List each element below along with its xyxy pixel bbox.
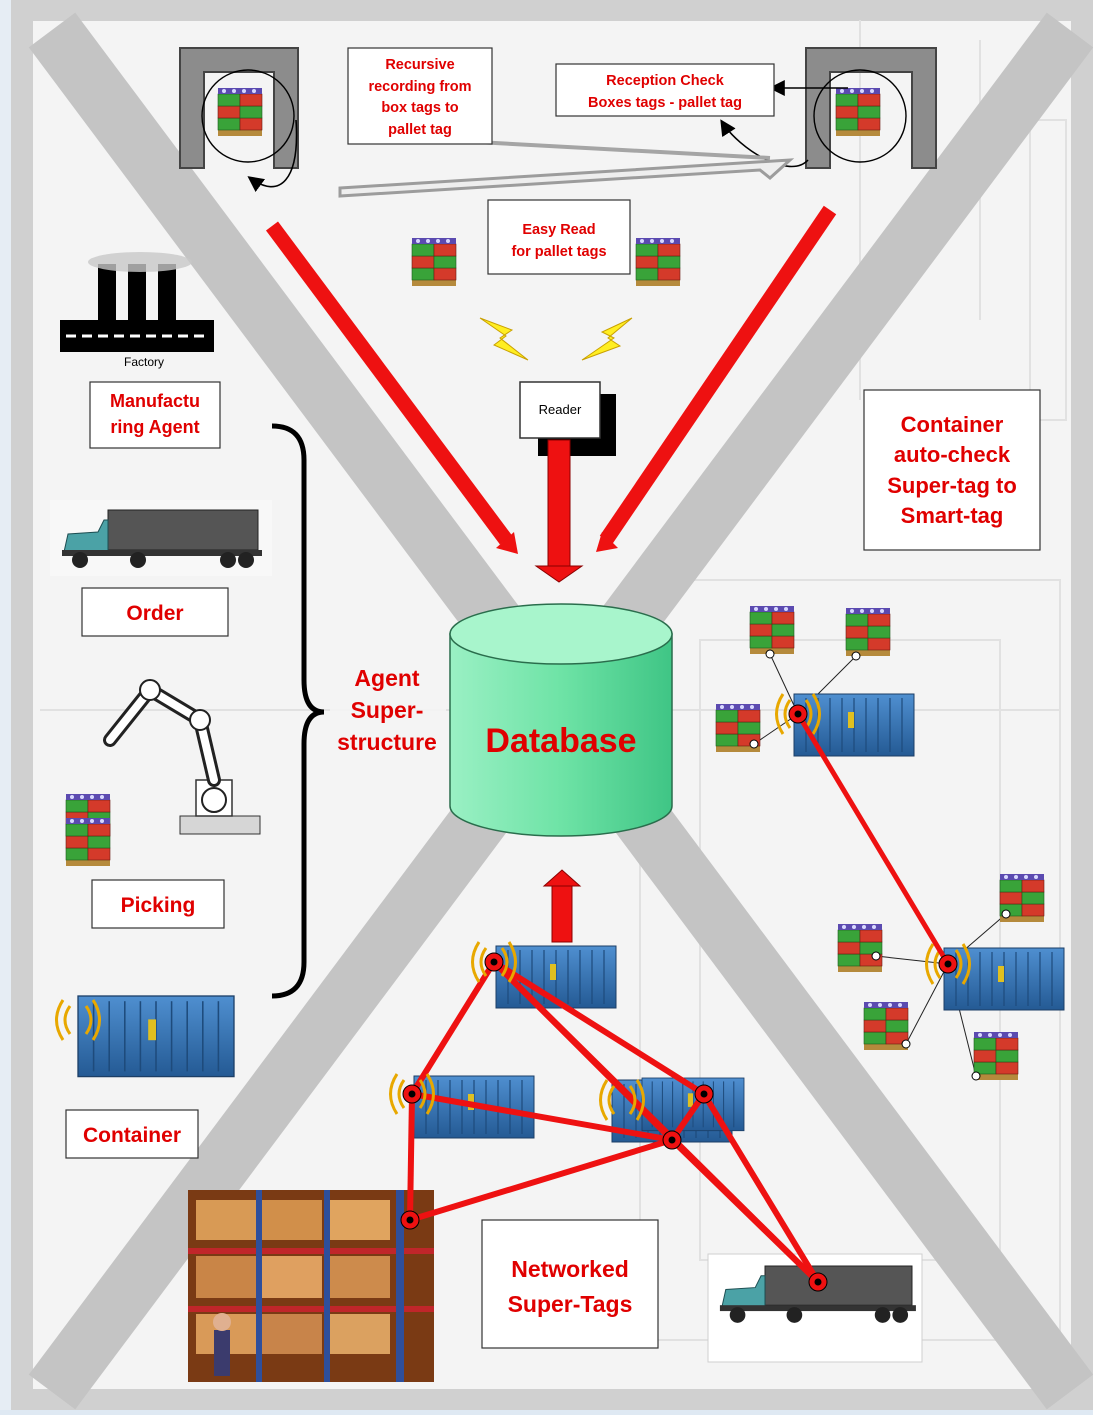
label-networked: Networked Super-Tags: [481, 1219, 659, 1349]
shipping-container-icon: [55, 995, 235, 1078]
robot-arm-icon: [103, 679, 261, 835]
recursive-line-4: pallet tag: [388, 122, 452, 138]
flow-arrows: [265, 205, 837, 943]
recursive-line-2: recording from: [368, 79, 471, 95]
agent-brace: [271, 423, 325, 999]
reception-line-1: Reception Check: [606, 73, 725, 89]
warehouse-photo: [188, 1190, 434, 1382]
label-manufacturing: Manufactu ring Agent: [89, 381, 221, 449]
pallet-icon: [973, 1031, 1019, 1081]
portal-flow-line: [439, 138, 771, 160]
label-container-check: Container auto-check Super-tag to Smart-…: [863, 389, 1041, 551]
label-agent-superstructure: Agent Super- structure: [330, 656, 446, 760]
label-picking: Picking: [91, 879, 225, 929]
label-easy-read: Easy Read for pallet tags: [487, 199, 631, 275]
container-label: Container: [83, 1124, 181, 1147]
factory-icon: Factory: [60, 252, 214, 369]
manufacturing-line-1: Manufactu: [110, 391, 200, 411]
easy-read-line-1: Easy Read: [522, 222, 595, 238]
agent-line-1: Agent: [354, 665, 420, 691]
container-check-line-1: Container: [901, 412, 1004, 437]
reader-label: Reader: [539, 402, 582, 417]
database-cylinder: Database: [449, 603, 673, 837]
label-reception: Reception Check Boxes tags - pallet tag: [555, 63, 775, 117]
recursive-line-1: Recursive: [385, 57, 454, 73]
picking-label: Picking: [121, 894, 196, 917]
pallet-icon: [65, 817, 111, 867]
super-tag-nodes: [389, 704, 958, 1292]
pallet-icon: [837, 923, 883, 973]
agent-line-3: structure: [337, 729, 437, 755]
pallet-icon: [217, 87, 263, 137]
portal-flow-arrow: [338, 158, 795, 198]
super-tag-network: [407, 959, 821, 1285]
label-recursive: Recursive recording from box tags to pal…: [347, 47, 493, 145]
container-check-line-3: Super-tag to: [887, 473, 1017, 498]
agent-line-2: Super-: [351, 697, 424, 723]
factory-label: Factory: [124, 355, 164, 369]
database-label: Database: [485, 722, 636, 760]
container-check-line-2: auto-check: [894, 442, 1011, 467]
signal-bolt-right: [581, 317, 633, 361]
networked-line-2: Super-Tags: [508, 1291, 633, 1317]
networked-line-1: Networked: [511, 1256, 629, 1282]
right-network-bottom: [837, 873, 1065, 1081]
pallet-icon: [863, 1001, 909, 1051]
signal-bolt-left: [479, 317, 529, 361]
label-order: Order: [81, 587, 229, 637]
pallet-icon: [635, 237, 681, 287]
portal-left: [179, 47, 299, 193]
reception-line-2: Boxes tags - pallet tag: [588, 95, 742, 111]
reader-icon: [519, 381, 601, 439]
label-container: Container: [65, 1109, 199, 1159]
right-hub-link: [795, 712, 951, 966]
container-check-line-4: Smart-tag: [901, 503, 1004, 528]
pallet-icon: [835, 87, 881, 137]
order-label: Order: [126, 602, 183, 625]
pallet-icon: [845, 607, 891, 657]
easy-read-line-2: for pallet tags: [511, 244, 606, 260]
manufacturing-line-2: ring Agent: [110, 417, 199, 437]
pallet-icon: [411, 237, 457, 287]
easy-read-group: Reader: [411, 237, 681, 456]
pallet-icon: [749, 605, 795, 655]
recursive-line-3: box tags to: [381, 100, 458, 116]
